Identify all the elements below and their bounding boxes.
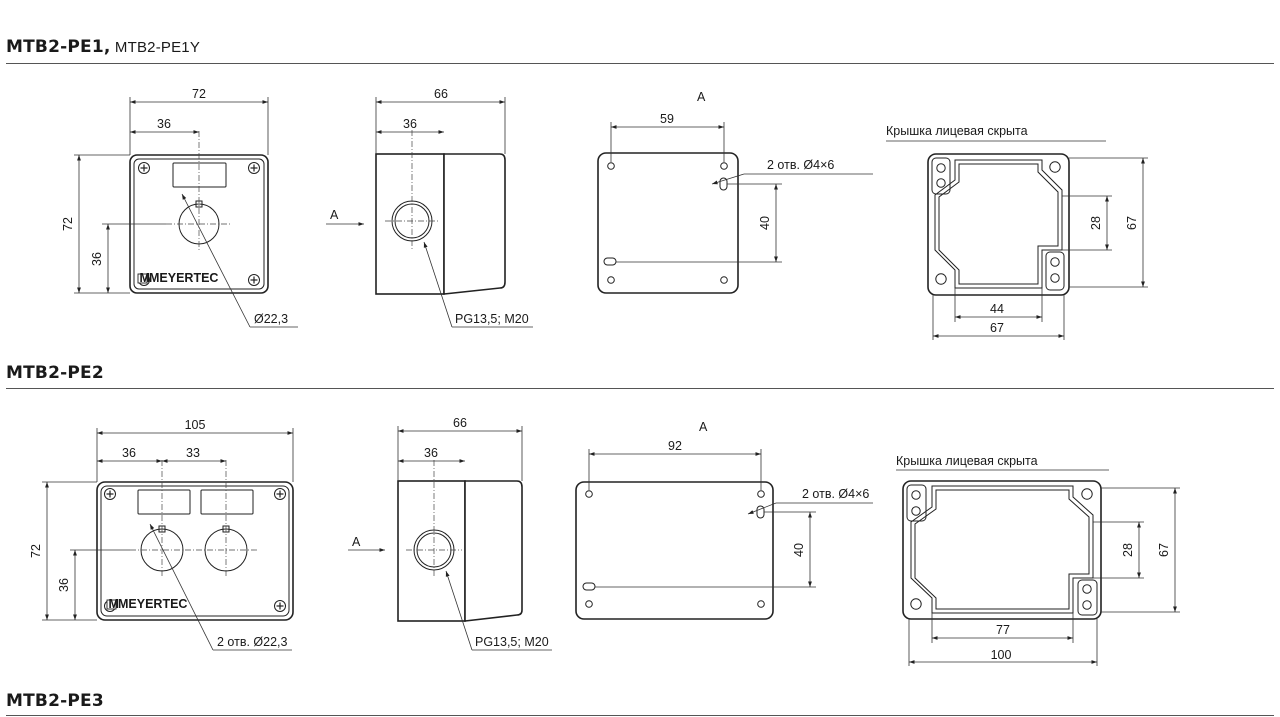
svg-text:72: 72 <box>29 544 43 558</box>
pe2-side-view: 66 36 PG13,5; M20 A <box>348 416 552 651</box>
brand-logo <box>137 273 148 284</box>
svg-text:100: 100 <box>991 648 1012 662</box>
section-title-pe3: MTB2-PE3 <box>6 691 104 711</box>
svg-text:A: A <box>699 420 708 434</box>
pe1-back-view: A 59 40 2 отв. Ø4×6 <box>597 90 873 294</box>
svg-text:92: 92 <box>668 439 682 453</box>
svg-text:MEYERTEC: MEYERTEC <box>149 271 218 285</box>
svg-text:36: 36 <box>403 117 417 131</box>
svg-text:2 отв. Ø4×6: 2 отв. Ø4×6 <box>767 158 834 172</box>
svg-text:67: 67 <box>990 321 1004 335</box>
svg-text:59: 59 <box>660 112 674 126</box>
pe2-front-view: M MEYERTEC 105 36 33 72 36 2 отв. Ø22,3 <box>29 418 294 651</box>
section-title-pe1: MTB2-PE1, MTB2-PE1Y <box>6 37 201 57</box>
svg-text:77: 77 <box>996 623 1010 637</box>
screw-icon <box>273 487 287 501</box>
svg-text:28: 28 <box>1089 216 1103 230</box>
svg-text:72: 72 <box>192 87 206 101</box>
section-rule <box>6 388 1274 389</box>
svg-text:PG13,5; M20: PG13,5; M20 <box>455 312 529 326</box>
svg-text:67: 67 <box>1157 543 1171 557</box>
svg-text:A: A <box>697 90 706 104</box>
svg-text:Ø22,3: Ø22,3 <box>254 312 288 326</box>
svg-text:36: 36 <box>122 446 136 460</box>
svg-text:44: 44 <box>990 302 1004 316</box>
svg-text:66: 66 <box>453 416 467 430</box>
svg-text:72: 72 <box>61 217 75 231</box>
section-rule <box>6 63 1274 64</box>
svg-text:A: A <box>330 208 339 222</box>
pe2-inside-view: Крышка лицевая скрыта 67 28 77 100 <box>896 454 1180 666</box>
svg-text:A: A <box>352 535 361 549</box>
screw-icon <box>247 273 261 287</box>
svg-text:Крышка лицевая скрыта: Крышка лицевая скрыта <box>896 454 1038 468</box>
svg-text:MEYERTEC: MEYERTEC <box>118 597 187 611</box>
svg-text:PG13,5; M20: PG13,5; M20 <box>475 635 549 649</box>
svg-text:28: 28 <box>1121 543 1135 557</box>
screw-icon <box>247 161 261 175</box>
pe1-inside-view: Крышка лицевая скрыта 67 28 44 67 <box>886 124 1148 340</box>
screw-icon <box>103 487 117 501</box>
svg-text:M: M <box>140 271 150 285</box>
svg-text:2 отв. Ø4×6: 2 отв. Ø4×6 <box>802 487 869 501</box>
svg-text:36: 36 <box>90 252 104 266</box>
svg-text:67: 67 <box>1125 216 1139 230</box>
screw-icon <box>273 599 287 613</box>
section-title-pe2: MTB2-PE2 <box>6 363 104 383</box>
svg-text:36: 36 <box>157 117 171 131</box>
brand-logo <box>106 599 117 610</box>
section-rule <box>6 715 1274 716</box>
svg-text:40: 40 <box>792 543 806 557</box>
svg-text:36: 36 <box>57 578 71 592</box>
svg-text:105: 105 <box>185 418 206 432</box>
screw-icon <box>137 161 151 175</box>
pe1-front-view: M MEYERTEC 72 36 72 36 Ø22,3 <box>61 87 298 328</box>
svg-text:66: 66 <box>434 87 448 101</box>
pe2-back-view: A 92 40 2 отв. Ø4×6 <box>575 420 873 620</box>
pe1-side-view: 66 36 PG13,5; M20 A <box>326 87 533 328</box>
svg-text:M: M <box>109 597 119 611</box>
svg-text:33: 33 <box>186 446 200 460</box>
svg-text:2 отв. Ø22,3: 2 отв. Ø22,3 <box>217 635 288 649</box>
svg-text:Крышка лицевая скрыта: Крышка лицевая скрыта <box>886 124 1028 138</box>
svg-text:40: 40 <box>758 216 772 230</box>
svg-text:36: 36 <box>424 446 438 460</box>
